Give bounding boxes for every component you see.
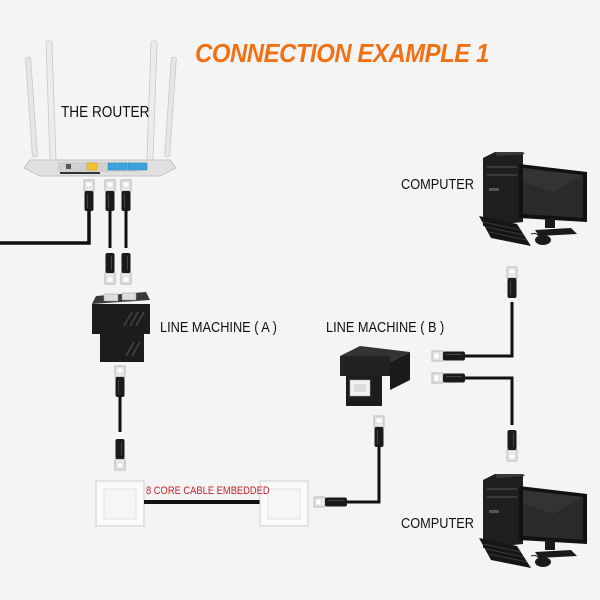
rj45-plug-icon (120, 252, 132, 285)
line-machine-a-label: LINE MACHINE ( A ) (160, 319, 277, 336)
rj45-plug-icon (114, 365, 126, 398)
rj45-plug-icon (120, 179, 132, 212)
router-cables (0, 179, 132, 285)
desktop-computer-top-icon (478, 151, 588, 247)
cables-to-computers (431, 266, 518, 462)
cable-b (313, 415, 385, 508)
rj45-plug-icon (431, 350, 466, 362)
rj45-splitter-a-icon (92, 292, 150, 362)
rj45-plug-icon (506, 429, 518, 462)
rj45-plug-icon (313, 496, 348, 508)
diagram-title: CONNECTION EXAMPLE 1 (195, 38, 489, 68)
rj45-plug-icon (114, 438, 126, 471)
rj45-plug-icon (506, 266, 518, 299)
rj45-plug-icon (431, 372, 466, 384)
rj45-plug-icon (104, 252, 116, 285)
router-label: THE ROUTER (61, 104, 150, 121)
cable-embedded-label: 8 CORE CABLE EMBEDDED (146, 485, 270, 497)
rj45-plug-icon (83, 179, 95, 212)
rj45-splitter-b-icon (340, 346, 410, 406)
rj45-plug-icon (373, 415, 385, 448)
wall-socket-left-icon (95, 480, 145, 527)
computer-bottom-label: COMPUTER (401, 515, 474, 532)
cable-a (114, 365, 126, 471)
wall-socket-right-icon (259, 480, 309, 527)
line-machine-b-label: LINE MACHINE ( B ) (326, 319, 445, 336)
router-icon (23, 40, 177, 177)
computer-top-label: COMPUTER (401, 176, 474, 193)
desktop-computer-bottom-icon (478, 473, 588, 569)
rj45-plug-icon (104, 179, 116, 212)
